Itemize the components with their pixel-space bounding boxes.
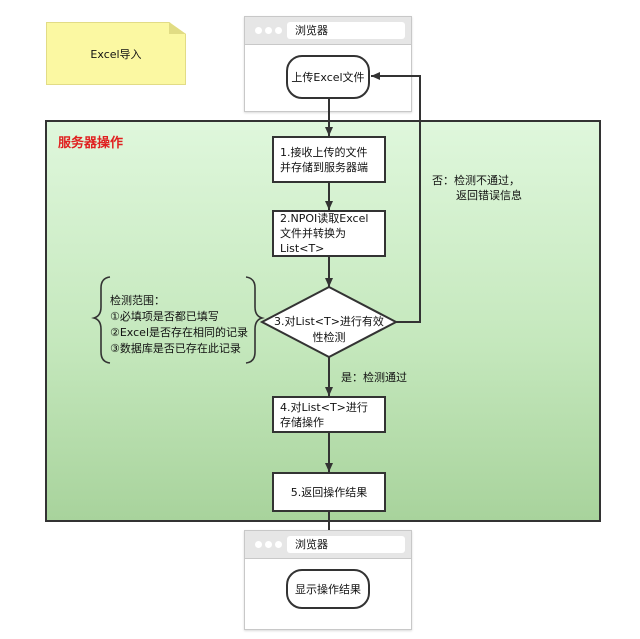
decision-diamond (259, 285, 399, 359)
upload-excel-node: 上传Excel文件 (286, 55, 370, 99)
step-2-box: 2.NPOI读取Excel文件并转换为List<T> (272, 210, 386, 257)
window-dot-icon (265, 541, 272, 548)
top-browser-window: 浏览器 (244, 16, 412, 112)
window-dot-icon (255, 27, 262, 34)
validation-item-2: ②Excel是否存在相同的记录 (110, 326, 248, 339)
right-brace (245, 276, 265, 364)
show-result-node: 显示操作结果 (286, 569, 370, 609)
sticky-note-text: Excel导入 (90, 47, 142, 61)
step-5-box: 5.返回操作结果 (272, 472, 386, 512)
step-3-decision-label: 3.对List<T>进行有效性检测 (274, 315, 384, 344)
server-region-title: 服务器操作 (58, 136, 124, 151)
window-dot-icon (255, 541, 262, 548)
browser-titlebar: 浏览器 (245, 17, 411, 45)
step-1-box: 1.接收上传的文件并存储到服务器端 (272, 136, 386, 183)
browser-address-bar: 浏览器 (287, 536, 405, 553)
window-dot-icon (265, 27, 272, 34)
pass-label: 是：检测通过 (341, 371, 407, 384)
browser-titlebar: 浏览器 (245, 531, 411, 559)
step-4-box: 4.对List<T>进行存储操作 (272, 396, 386, 433)
curly-braces (91, 276, 265, 364)
validation-item-1: ①必填项是否都已填写 (110, 310, 219, 323)
window-dot-icon (275, 27, 282, 34)
fail-label-line2: 返回错误信息 (456, 189, 522, 202)
fail-label-line1: 否：检测不通过， (432, 174, 520, 187)
validation-item-3: ③数据库是否已存在此记录 (110, 342, 241, 355)
validation-title: 检测范围： (110, 294, 165, 307)
browser-address-bar: 浏览器 (287, 22, 405, 39)
sticky-note (46, 22, 186, 85)
window-dot-icon (275, 541, 282, 548)
edge-fail-back-to-upload (371, 72, 421, 323)
left-brace (91, 276, 111, 364)
sticky-note-fold (169, 22, 186, 34)
